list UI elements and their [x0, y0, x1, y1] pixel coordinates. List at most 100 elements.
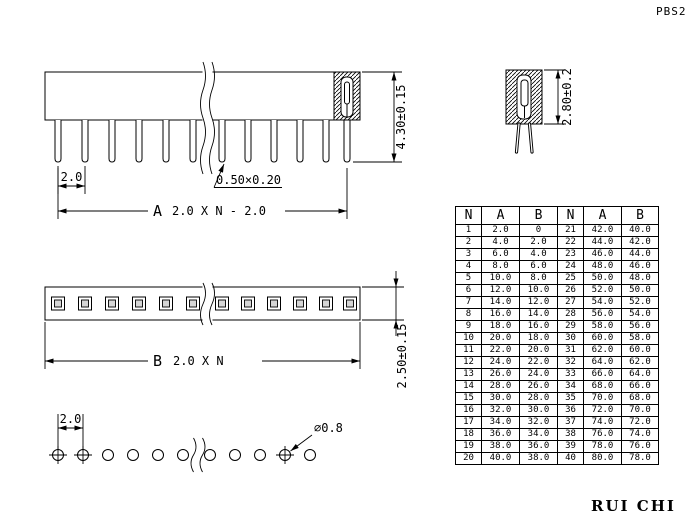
pin-size-text: 0.50×0.20 — [216, 173, 281, 187]
brand-label: RUI CHI — [591, 497, 676, 515]
table-cell: 23 — [557, 248, 584, 261]
table-cell: 13 — [455, 368, 482, 381]
table-cell: 78.0 — [621, 452, 659, 465]
table-cell: 42.0 — [621, 236, 659, 249]
table-cell: 40.0 — [621, 224, 659, 237]
table-cell: 27 — [557, 296, 584, 309]
table-cell: 10 — [455, 332, 482, 345]
table-cell: 1 — [455, 224, 482, 237]
pitch-dim-text: 2.0 — [61, 170, 83, 184]
table-cell: 48.0 — [583, 260, 622, 273]
length-b-label: B — [153, 352, 162, 370]
table-cell: 24.0 — [519, 368, 558, 381]
table-cell: 20.0 — [481, 332, 520, 345]
break-line — [190, 437, 206, 474]
break-line — [200, 282, 215, 326]
table-cell: 38 — [557, 428, 584, 441]
contact-height-text: 2.80±0.2 — [560, 68, 574, 126]
table-cell: 46.0 — [583, 248, 622, 261]
table-cell: 14 — [455, 380, 482, 393]
table-cell: 24.0 — [481, 356, 520, 369]
table-cell: 20 — [455, 452, 482, 465]
dimension-pitch: 2.0 — [57, 166, 86, 194]
dimension-height: 4.30±0.15 — [353, 71, 408, 163]
table-cell: 26 — [557, 284, 584, 297]
table-cell: 8.0 — [519, 272, 558, 285]
break-line — [200, 61, 215, 175]
table-cell: 33 — [557, 368, 584, 381]
table-cell: 54.0 — [621, 308, 659, 321]
table-cell: 7 — [455, 296, 482, 309]
table-cell: 66.0 — [583, 368, 622, 381]
socket-holes — [51, 296, 357, 311]
table-cell: 52.0 — [583, 284, 622, 297]
table-cell: 39 — [557, 440, 584, 453]
table-cell: 12 — [455, 356, 482, 369]
table-cell: 70.0 — [621, 404, 659, 417]
table-cell: 76.0 — [621, 440, 659, 453]
column-header: A — [583, 206, 622, 225]
table-cell: 66.0 — [621, 380, 659, 393]
table-cell: 16.0 — [481, 308, 520, 321]
table-cell: 8.0 — [481, 260, 520, 273]
table-cell: 28 — [557, 308, 584, 321]
table-cell: 28.0 — [519, 392, 558, 405]
table-cell: 44.0 — [621, 248, 659, 261]
doc-title: PBS2 — [656, 5, 687, 18]
table-cell: 64.0 — [583, 356, 622, 369]
table-cell: 25 — [557, 272, 584, 285]
table-cell: 22 — [557, 236, 584, 249]
table-cell: 40 — [557, 452, 584, 465]
table-cell: 9 — [455, 320, 482, 333]
table-cell: 2.0 — [481, 224, 520, 237]
table-cell: 40.0 — [481, 452, 520, 465]
table-cell: 22.0 — [519, 356, 558, 369]
length-a-formula: 2.0 X N - 2.0 — [172, 204, 266, 218]
connector-pins — [54, 120, 351, 163]
dimension-length-b: B 2.0 X N — [44, 322, 361, 370]
table-cell: 31 — [557, 344, 584, 357]
table-cell: 38.0 — [481, 440, 520, 453]
table-cell: 50.0 — [583, 272, 622, 285]
dimension-hole-diameter: ∅0.8 — [290, 421, 343, 452]
table-cell: 18.0 — [519, 332, 558, 345]
column-header: N — [455, 206, 482, 225]
column-header: B — [621, 206, 659, 225]
table-cell: 60.0 — [621, 344, 659, 357]
table-cell: 14.0 — [519, 308, 558, 321]
table-cell: 30 — [557, 332, 584, 345]
table-cell: 32.0 — [519, 416, 558, 429]
table-cell: 12.0 — [481, 284, 520, 297]
column-header: B — [519, 206, 558, 225]
table-cell: 26.0 — [481, 368, 520, 381]
table-cell: 72.0 — [621, 416, 659, 429]
table-cell: 18 — [455, 428, 482, 441]
table-cell: 38.0 — [519, 452, 558, 465]
table-cell: 30.0 — [481, 392, 520, 405]
table-cell: 35 — [557, 392, 584, 405]
table-cell: 62.0 — [621, 356, 659, 369]
table-cell: 17 — [455, 416, 482, 429]
table-cell: 22.0 — [481, 344, 520, 357]
table-cell: 12.0 — [519, 296, 558, 309]
hole-pitch-text: 2.0 — [60, 412, 82, 426]
table-cell: 20.0 — [519, 344, 558, 357]
table-cell: 2.0 — [519, 236, 558, 249]
table-cell: 60.0 — [583, 332, 622, 345]
table-cell: 32.0 — [481, 404, 520, 417]
table-cell: 56.0 — [583, 308, 622, 321]
